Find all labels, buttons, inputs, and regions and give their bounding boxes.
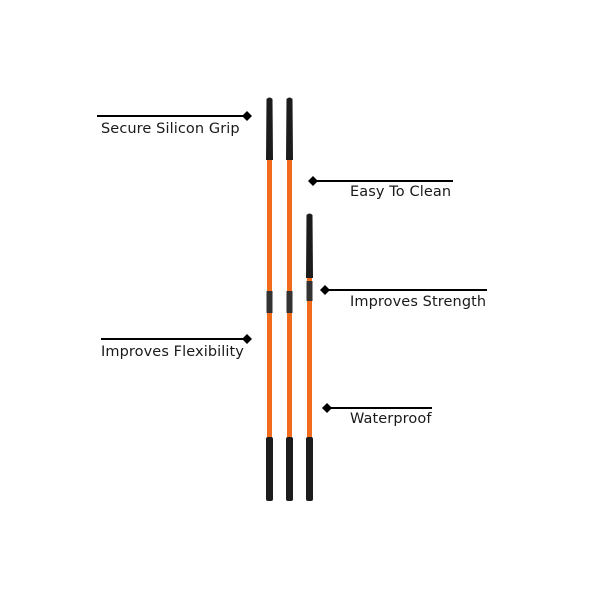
- callout-diamond-marker: [320, 285, 330, 295]
- stick-brand-label: [286, 291, 293, 313]
- training-stick-right: [306, 213, 313, 501]
- stick-top-grip: [266, 97, 273, 160]
- callout-diamond-marker: [242, 334, 252, 344]
- callout-flexibility: [101, 334, 252, 344]
- stick-bottom-grip: [306, 437, 313, 501]
- callout-waterproof: [322, 403, 432, 413]
- feature-label-grip: Secure Silicon Grip: [101, 121, 240, 137]
- callout-diamond-marker: [242, 111, 252, 121]
- stick-brand-label: [266, 291, 273, 313]
- stick-top-grip: [286, 97, 293, 160]
- callout-grip: [97, 111, 252, 121]
- stick-brand-label: [306, 281, 313, 301]
- training-stick-left: [266, 97, 273, 501]
- stick-shaft: [307, 270, 312, 444]
- callout-strength: [320, 285, 487, 295]
- feature-label-clean: Easy To Clean: [350, 184, 452, 200]
- callout-clean: [308, 176, 453, 186]
- feature-label-strength: Improves Strength: [350, 294, 487, 310]
- stick-bottom-grip: [286, 437, 293, 501]
- stick-top-grip: [306, 213, 313, 278]
- callout-diamond-marker: [308, 176, 318, 186]
- feature-label-flexibility: Improves Flexibility: [101, 344, 244, 360]
- training-stick-middle: [286, 97, 293, 501]
- stick-bottom-grip: [266, 437, 273, 501]
- callout-diamond-marker: [322, 403, 332, 413]
- feature-label-waterproof: Waterproof: [350, 411, 432, 427]
